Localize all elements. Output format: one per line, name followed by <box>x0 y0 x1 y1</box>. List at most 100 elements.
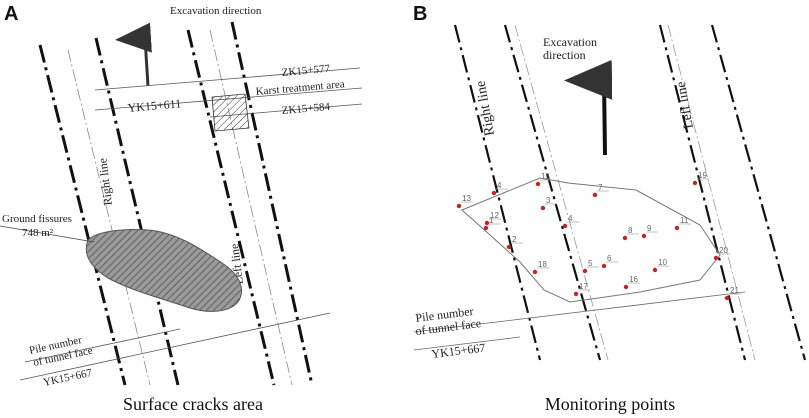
monitoring-point: 10 <box>652 258 669 273</box>
monitoring-point: 17 <box>573 282 590 297</box>
monitoring-point: 9 <box>641 224 658 239</box>
panel-a-letter: A <box>4 3 18 25</box>
panel-a-zk584: ZK15+584 <box>281 101 331 117</box>
monitoring-point-label: 10 <box>658 258 667 267</box>
monitoring-point-marker <box>562 223 568 229</box>
panel-b-right-line-outer <box>453 24 542 361</box>
panel-b-monitoring-boundary <box>461 177 721 303</box>
monitoring-point: 13 <box>456 194 473 209</box>
monitoring-point-marker <box>592 192 598 198</box>
monitoring-point-label: 15 <box>541 172 550 181</box>
monitoring-point-label: 8 <box>628 226 633 235</box>
monitoring-point-label: 4 <box>568 214 573 223</box>
panel-a-yk611: YK15+611 <box>127 96 182 115</box>
monitoring-point-marker <box>484 220 490 226</box>
monitoring-point-label: 13 <box>462 194 471 203</box>
panel-a-excavation-arrow <box>115 22 152 87</box>
panel-a-zk577: ZK15+577 <box>281 63 331 79</box>
monitoring-point: 4 <box>562 214 579 229</box>
monitoring-point-marker <box>623 284 629 290</box>
monitoring-point-label: 3 <box>546 196 551 205</box>
monitoring-point: 12 <box>484 211 501 226</box>
monitoring-point-label: 19 <box>698 171 707 180</box>
monitoring-point: 3 <box>540 196 557 211</box>
monitoring-point: 15 <box>535 172 552 187</box>
monitoring-point-marker <box>724 295 730 301</box>
monitoring-point-label: 1 <box>489 216 494 225</box>
panel-b-excavation-arrow <box>564 59 613 156</box>
monitoring-point-label: 7 <box>598 183 603 192</box>
panel-a-karst-label: Karst treatment area <box>255 78 345 98</box>
panel-a-excavation-label: Excavation direction <box>170 5 262 17</box>
monitoring-point-marker <box>713 255 719 261</box>
monitoring-point-marker <box>491 190 497 196</box>
monitoring-point: 5 <box>582 259 599 274</box>
monitoring-point-marker <box>573 291 579 297</box>
panel-b-left-centerline <box>667 24 756 361</box>
panel-b-excavation-label-1: Excavation <box>543 35 597 49</box>
panel-a-fissure-leader <box>0 225 95 243</box>
monitoring-point-label: 5 <box>588 259 593 268</box>
monitoring-point: 21 <box>724 286 741 301</box>
panel-b-tunnel-face-underline <box>413 336 521 351</box>
monitoring-point-label: 12 <box>490 211 499 220</box>
monitoring-point-label: 21 <box>730 286 739 295</box>
monitoring-point: 19 <box>692 171 709 186</box>
panel-b: B Excavation direction Right line Left l… <box>413 3 807 414</box>
monitoring-point-label: 16 <box>629 275 638 284</box>
panel-a-ground-fissures-label: Ground fissures <box>2 213 72 225</box>
panel-a-tunnel-face-underline <box>24 328 181 363</box>
monitoring-point-label: 17 <box>579 282 588 291</box>
panel-a-right-line-label: Right line <box>95 157 115 206</box>
panel-a: A Excavation direction ZK15+577 Karst tr… <box>0 3 363 414</box>
panel-b-left-line-label: Left line <box>674 80 697 130</box>
panel-b-right-line-label: Right line <box>474 80 498 137</box>
panel-a-left-line-inner <box>186 29 276 386</box>
panel-b-left-line-inner <box>658 24 747 361</box>
panel-b-left-line-outer <box>710 24 807 361</box>
monitoring-point: 1 <box>483 216 500 231</box>
panel-b-caption: Monitoring points <box>545 394 676 414</box>
monitoring-point-label: 2 <box>512 235 517 244</box>
monitoring-point-marker <box>483 225 489 231</box>
panel-a-left-centerline <box>209 29 293 386</box>
panel-a-yk667: YK15+667 <box>42 367 93 389</box>
monitoring-point-marker <box>622 235 628 241</box>
monitoring-point: 2 <box>506 235 523 250</box>
monitoring-point-marker <box>652 267 658 273</box>
monitoring-point-marker <box>506 244 512 250</box>
monitoring-point-marker <box>692 180 698 186</box>
monitoring-point-marker <box>674 225 680 231</box>
monitoring-point: 20 <box>713 246 730 261</box>
monitoring-point-marker <box>456 203 462 209</box>
monitoring-point-marker <box>582 268 588 274</box>
panel-a-right-centerline <box>67 49 151 386</box>
panel-b-right-centerline <box>514 24 609 361</box>
panel-b-yk667: YK15+667 <box>431 340 486 360</box>
monitoring-point-label: 9 <box>647 224 652 233</box>
panel-a-caption: Surface cracks area <box>123 394 263 414</box>
monitoring-point-label: 18 <box>538 260 547 269</box>
panel-a-fissure-area-value: 748 m² <box>22 227 54 239</box>
panel-a-ground-fissures-area <box>85 229 242 312</box>
panel-a-karst-area <box>211 93 250 132</box>
monitoring-point-marker <box>601 263 607 269</box>
panel-b-excavation-label-2: direction <box>543 48 586 62</box>
panel-a-right-line-outer <box>38 44 127 386</box>
panel-a-tunnel-face-line <box>19 312 331 381</box>
panel-b-tunnel-face-line <box>413 291 746 333</box>
monitoring-point: 18 <box>532 260 549 275</box>
monitoring-point-marker <box>540 205 546 211</box>
monitoring-point: 6 <box>601 254 618 269</box>
monitoring-point-marker <box>532 269 538 275</box>
monitoring-point-label: 4 <box>497 181 502 190</box>
monitoring-point-marker <box>641 233 647 239</box>
monitoring-point: 4 <box>491 181 508 196</box>
monitoring-point: 8 <box>622 226 639 241</box>
monitoring-point: 16 <box>623 275 640 290</box>
panel-b-letter: B <box>413 3 427 25</box>
monitoring-point-label: 11 <box>680 216 689 225</box>
monitoring-point-marker <box>535 181 541 187</box>
